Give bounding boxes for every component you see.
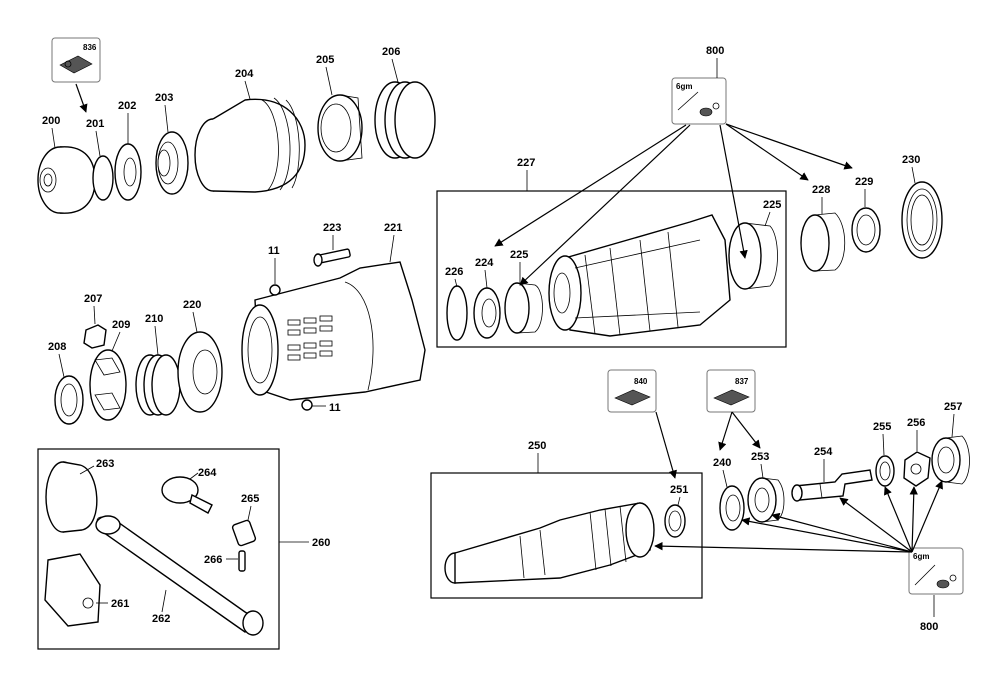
label-250: 250: [528, 440, 546, 452]
group-250-frame: [430, 472, 703, 599]
part-264-clamp: [161, 476, 213, 514]
part-208-ring: [54, 375, 84, 425]
label-11-bottom: 11: [329, 402, 341, 414]
label-800-top: 800: [706, 45, 724, 57]
part-204-sleeve: [194, 97, 306, 193]
part-251-ring: [664, 504, 686, 538]
label-205: 205: [316, 54, 334, 66]
part-229-ring: [851, 207, 881, 253]
label-223: 223: [323, 222, 341, 234]
part-263-collar: [45, 461, 106, 533]
label-204: 204: [235, 68, 254, 80]
label-260: 260: [312, 537, 330, 549]
part-220-washer: [177, 331, 223, 413]
part-11-screw-bottom: [301, 399, 313, 411]
part-201-ring: [92, 155, 114, 201]
label-224: 224: [475, 257, 494, 269]
part-205-collar: [317, 94, 363, 162]
label-206: 206: [382, 46, 400, 58]
part-230-bearing: [901, 181, 943, 259]
label-266: 266: [204, 554, 222, 566]
part-203-bearing: [155, 131, 189, 195]
label-836: 836: [83, 43, 97, 52]
label-230: 230: [902, 154, 920, 166]
label-253: 253: [751, 451, 769, 463]
part-11-screw-top: [269, 284, 281, 296]
label-227: 227: [517, 157, 535, 169]
label-262: 262: [152, 613, 170, 625]
label-220: 220: [183, 299, 201, 311]
part-255-ring: [875, 455, 895, 487]
part-250-spindle: [444, 502, 655, 584]
part-207-block: [83, 324, 107, 349]
label-254: 254: [814, 446, 833, 458]
group-260-frame: [37, 448, 280, 650]
label-255: 255: [873, 421, 891, 433]
part-200-chuck-cap: [37, 146, 96, 214]
part-223-screw: [313, 248, 351, 267]
part-266-pin: [238, 550, 246, 572]
part-265-sleeve: [231, 519, 257, 547]
label-11-top: 11: [268, 245, 280, 257]
part-209-clutch: [89, 349, 127, 421]
label-840: 840: [634, 377, 648, 386]
label-225-left: 225: [510, 249, 528, 261]
label-6gm-bottom: 6gm: [913, 552, 929, 561]
part-228-bush: [800, 212, 846, 272]
part-240-ring: [719, 485, 745, 531]
part-225-bush-left: [504, 282, 543, 334]
part-202-washer: [114, 143, 142, 201]
label-226: 226: [445, 266, 463, 278]
part-257-bearing: [931, 435, 970, 485]
label-264: 264: [198, 467, 217, 479]
label-210: 210: [145, 313, 163, 325]
label-265: 265: [241, 493, 259, 505]
group-227-frame: [436, 190, 787, 348]
label-6gm-top: 6gm: [676, 82, 692, 91]
label-251: 251: [670, 484, 688, 496]
label-203: 203: [155, 92, 173, 104]
kit-837-icon: [706, 369, 756, 413]
label-257: 257: [944, 401, 962, 413]
part-253-bush: [747, 477, 785, 523]
label-837: 837: [735, 377, 749, 386]
label-200: 200: [42, 115, 60, 127]
part-254-shaft: [791, 469, 873, 502]
part-226-ring: [446, 285, 468, 341]
part-262-handle: [95, 515, 264, 636]
part-210-spring: [135, 354, 181, 416]
label-256: 256: [907, 417, 925, 429]
label-263: 263: [96, 458, 114, 470]
label-229: 229: [855, 176, 873, 188]
label-207: 207: [84, 293, 102, 305]
label-209: 209: [112, 319, 130, 331]
part-261-bracket: [44, 553, 101, 627]
kit-800-top-icon: [671, 77, 727, 125]
label-800-bottom: 800: [920, 621, 938, 633]
label-228: 228: [812, 184, 830, 196]
kit-836-icon: [51, 37, 101, 83]
part-221-housing: [241, 261, 426, 401]
label-225-right: 225: [763, 199, 781, 211]
part-cylinder: [548, 214, 731, 337]
part-256-clutch: [903, 451, 931, 487]
label-201: 201: [86, 118, 104, 130]
kit-840-icon: [607, 369, 657, 413]
label-202: 202: [118, 100, 136, 112]
label-261: 261: [111, 598, 129, 610]
label-208: 208: [48, 341, 66, 353]
kit-800-bottom-icon: [908, 547, 964, 595]
part-206-spring: [374, 81, 436, 159]
label-240: 240: [713, 457, 731, 469]
part-225-bush-right: [728, 222, 778, 290]
part-224-seal: [473, 287, 501, 339]
label-221: 221: [384, 222, 402, 234]
